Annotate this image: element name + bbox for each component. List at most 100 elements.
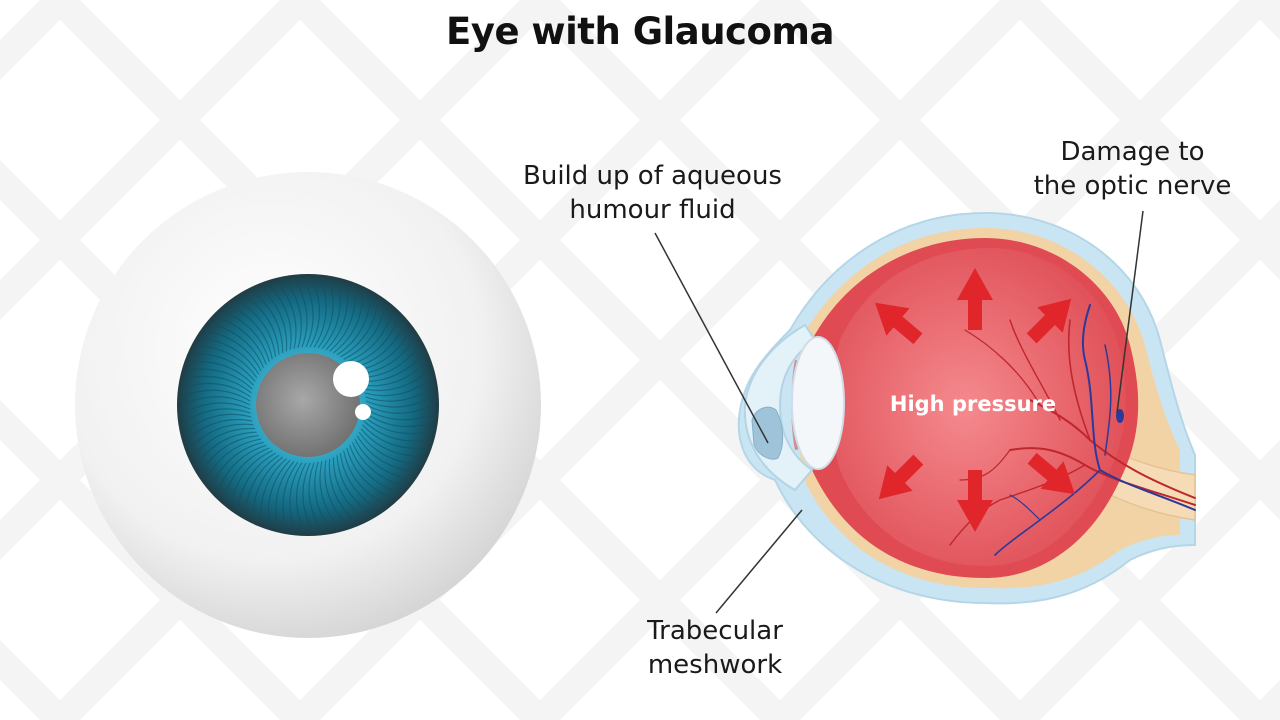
iris-fiber <box>205 438 262 480</box>
iris-fiber <box>182 389 251 402</box>
iris-fiber <box>365 412 433 428</box>
iris-fiber <box>324 460 348 526</box>
iris-fiber <box>321 282 341 350</box>
iris-fiber <box>183 382 251 398</box>
iris-fiber <box>336 455 372 515</box>
artery-3 <box>1067 319 1091 441</box>
iris-fiber <box>260 458 287 522</box>
iris-fiber <box>346 311 393 363</box>
iris-fiber <box>363 420 430 442</box>
iris-fiber <box>317 280 334 349</box>
iris-fiber <box>267 459 291 525</box>
iris-fiber <box>211 323 265 368</box>
iris-fiber <box>363 369 430 392</box>
iris-fiber <box>184 413 252 432</box>
iris-fiber <box>237 299 277 357</box>
label-line: humour fluid <box>569 195 736 225</box>
iris-fiber <box>343 305 387 360</box>
label-line: Trabecular <box>647 616 783 646</box>
iris-fiber <box>336 295 372 356</box>
iris-fiber <box>192 353 256 382</box>
iris-fiber <box>285 280 302 349</box>
leader-build-up <box>654 232 769 444</box>
iris-fiber <box>252 291 284 353</box>
iris-fiber <box>294 279 308 348</box>
iris-fiber <box>289 462 303 531</box>
iris-fiber <box>364 416 432 435</box>
iris-fiber <box>362 424 427 450</box>
iris-fiber <box>362 361 427 387</box>
iris-fiber <box>332 457 364 519</box>
iris-fiber <box>192 427 256 457</box>
front-eye <box>75 172 541 638</box>
label-line: Build up of aqueous <box>523 161 782 191</box>
iris-fiber <box>184 375 252 394</box>
vein-3 <box>1104 344 1112 456</box>
iris-fiber <box>365 395 434 408</box>
pressure-arrow-up-right <box>1026 298 1072 344</box>
iris-fiber <box>205 330 262 372</box>
iris-fiber <box>365 408 434 421</box>
iris-fiber <box>339 453 379 511</box>
iris-fiber <box>236 452 276 510</box>
iris-fiber <box>343 450 386 505</box>
optic-disc-vessel <box>1116 409 1124 423</box>
iris-fiber <box>328 458 356 523</box>
iris-fiber <box>189 423 254 449</box>
iris-fiber <box>223 310 270 363</box>
iris-fiber <box>360 428 424 457</box>
iris-fiber <box>200 435 259 473</box>
vein-1 <box>1081 304 1196 511</box>
iris-fiber <box>252 456 283 519</box>
artery-7 <box>959 449 1011 481</box>
iris-fiber <box>210 441 264 487</box>
iris-fiber <box>244 295 280 355</box>
iris-fiber <box>230 305 273 360</box>
iris-fiber <box>282 461 299 530</box>
blood-vessels <box>949 304 1196 556</box>
iris-fiber <box>201 337 260 375</box>
iris-fiber <box>356 435 415 473</box>
iris-fiber <box>340 300 380 358</box>
iris-fiber <box>329 288 356 352</box>
trabecular-meshwork <box>751 406 784 460</box>
iris-fiber <box>365 404 435 414</box>
iris-fiber <box>308 462 322 531</box>
iris-fiber <box>223 447 270 499</box>
label-build-up-aqueous: Build up of aqueous humour fluid <box>500 159 805 227</box>
iris-fiber <box>217 316 267 365</box>
iris-fiber <box>182 402 251 415</box>
iris-fiber <box>216 444 267 493</box>
iris-fiber <box>365 386 434 402</box>
iris-fiber <box>268 284 292 350</box>
iris-fiber <box>244 454 280 515</box>
iris-fiber <box>196 345 258 379</box>
iris-fiber <box>186 368 253 390</box>
iris-fiber <box>295 462 307 532</box>
iris-fiber <box>182 408 251 424</box>
iris-fiber <box>313 279 327 348</box>
iris-fiber <box>325 285 349 351</box>
highlight-large <box>333 361 369 397</box>
iris-fibers <box>181 278 435 532</box>
iris-fiber <box>260 287 288 352</box>
iris-fiber <box>196 431 257 465</box>
label-line: Damage to <box>1060 137 1205 167</box>
iris-fiber <box>309 278 321 348</box>
leader-lines <box>654 210 1144 614</box>
iris-fiber <box>349 445 399 494</box>
vein-4 <box>1009 494 1041 521</box>
pressure-arrow-down-right <box>1027 452 1075 495</box>
iris-fiber <box>314 461 331 530</box>
leader-trabecular <box>715 509 803 614</box>
iris-fiber <box>358 431 420 465</box>
label-trabecular-meshwork: Trabecular meshwork <box>610 614 820 682</box>
lens <box>791 336 845 470</box>
iris-fiber <box>189 360 254 386</box>
eye-cross-section: High pressure <box>737 211 1196 605</box>
pressure-arrow-down-left <box>878 454 924 500</box>
iris-fiber <box>319 461 339 528</box>
iris-fiber <box>229 450 273 505</box>
pressure-arrows <box>875 268 1075 532</box>
